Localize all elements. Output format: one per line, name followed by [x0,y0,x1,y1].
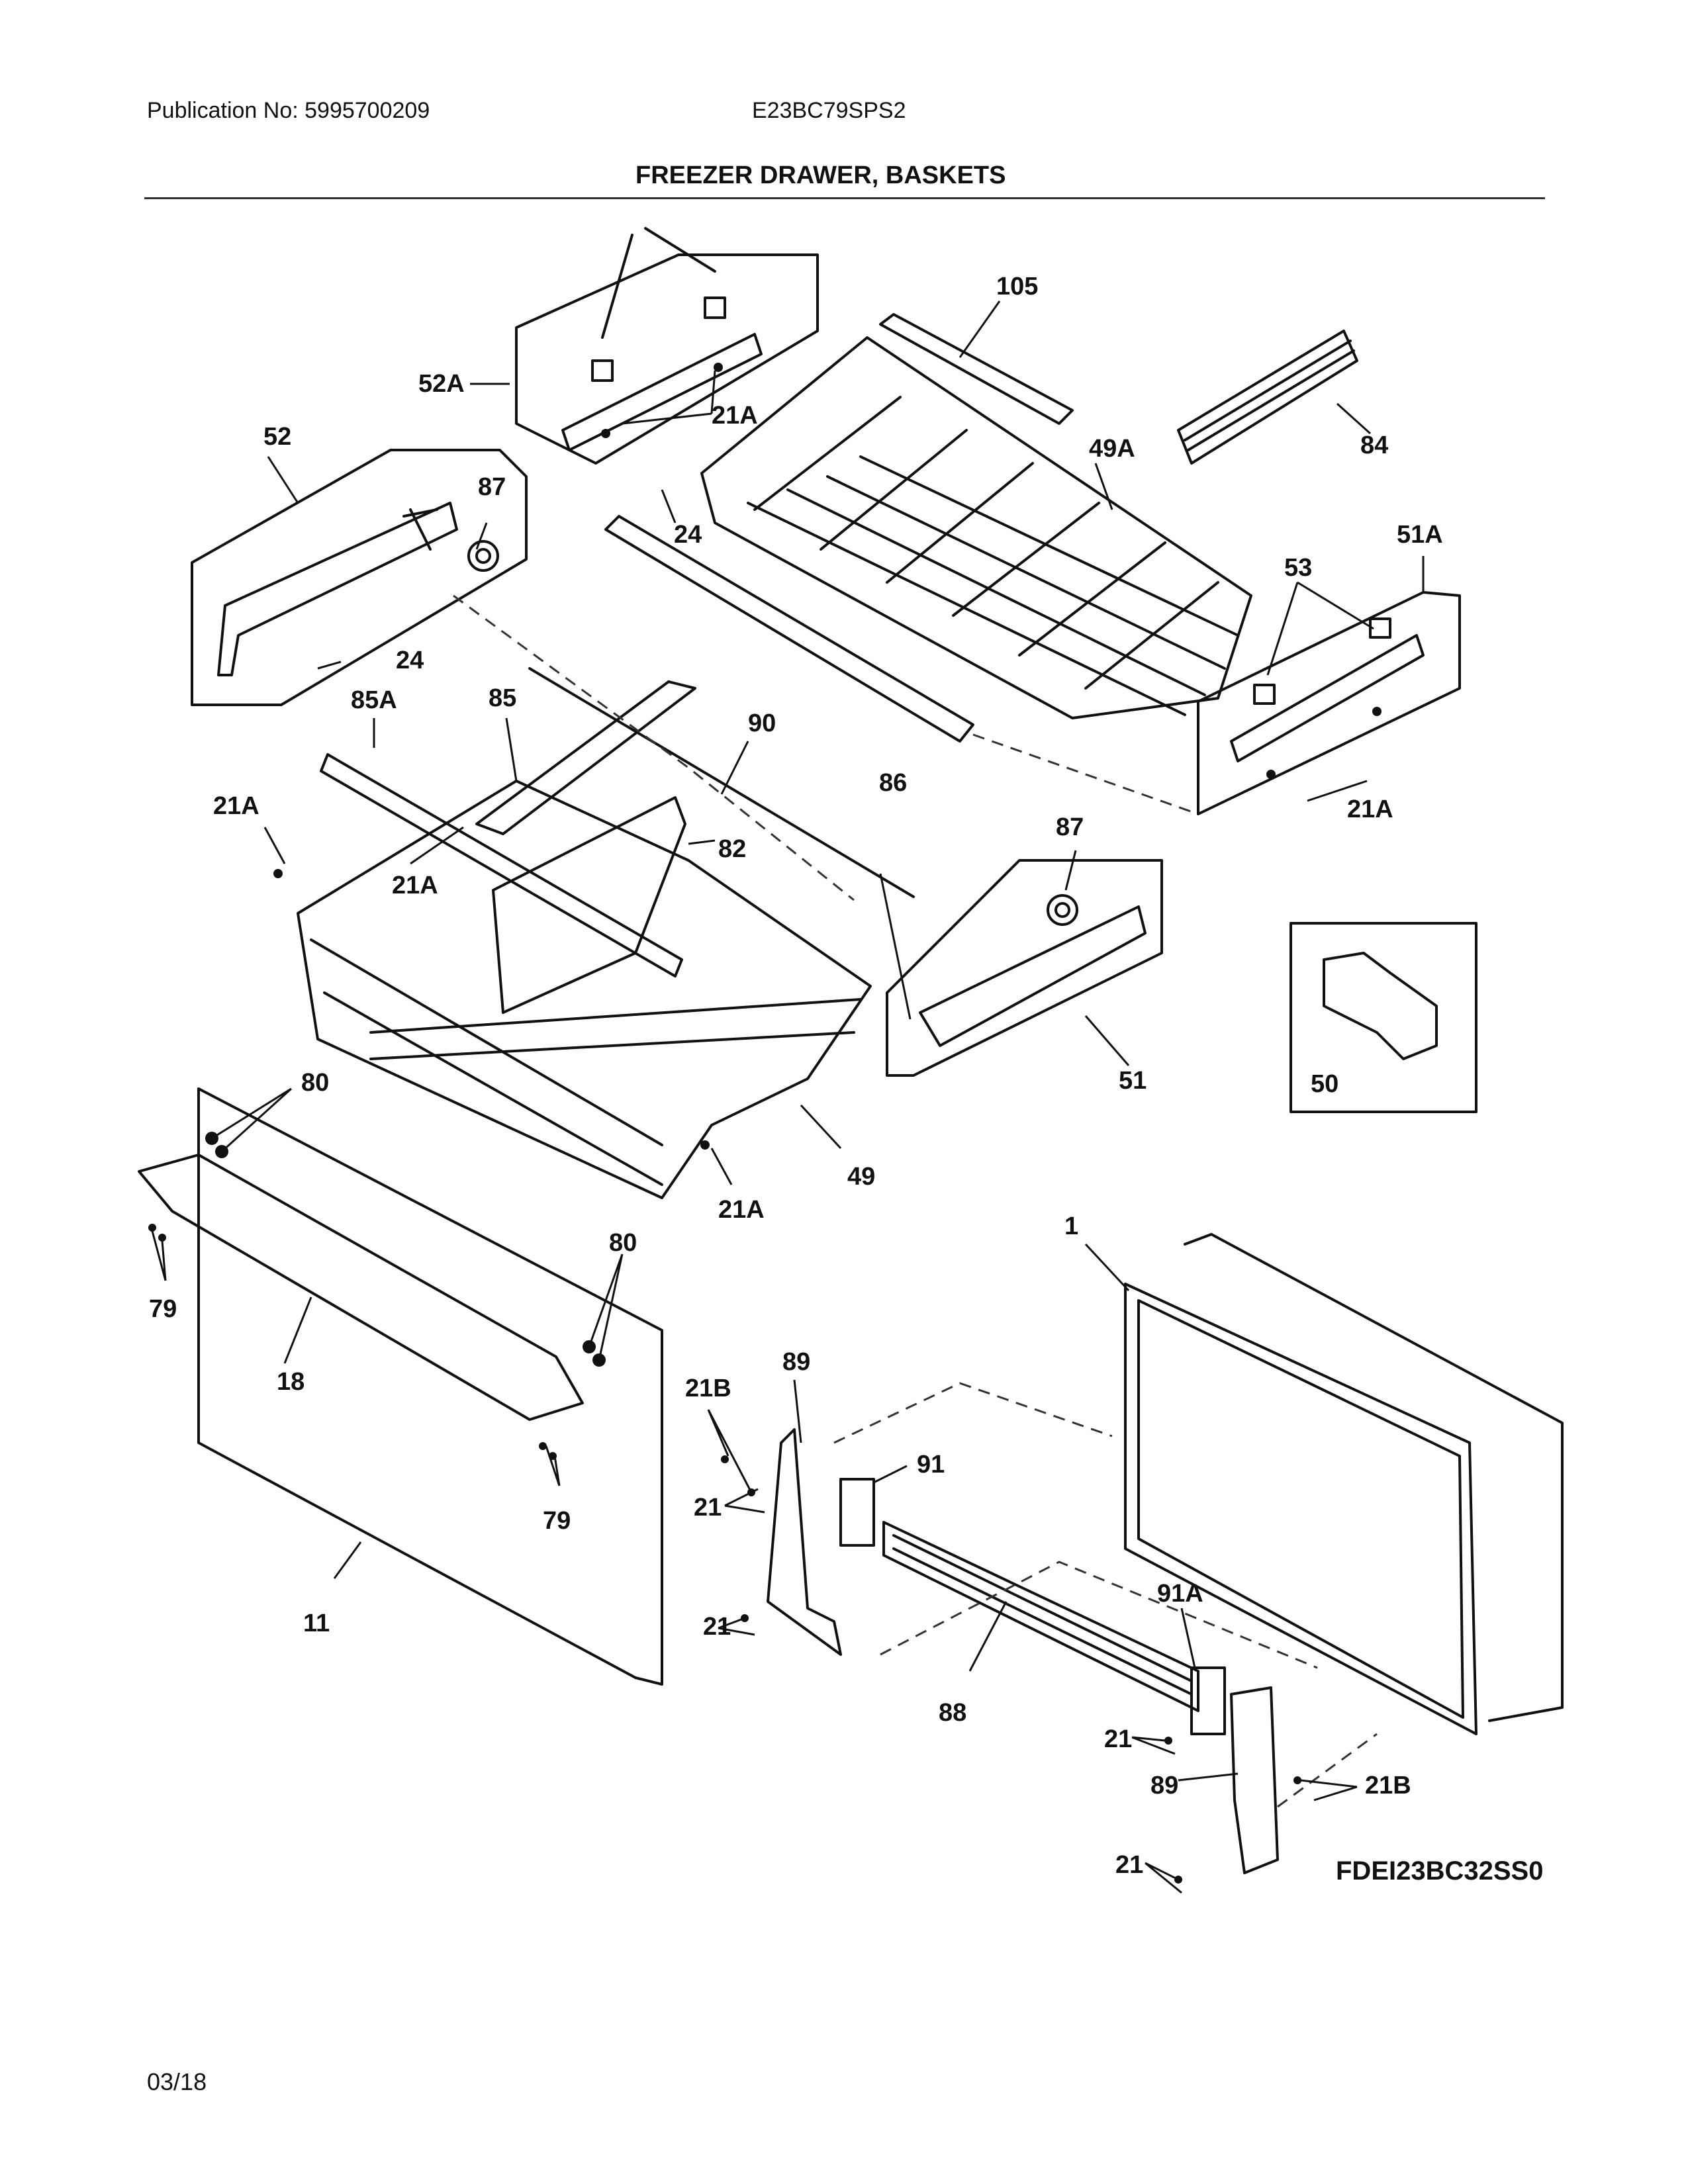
callout-21a-right: 21A [1347,796,1393,823]
callout-52a: 52A [418,370,465,398]
part-85-handle [475,680,696,835]
callout-82: 82 [718,835,746,863]
part-85a-bar [320,753,683,978]
callout-24-upper: 24 [674,521,702,549]
callout-21b-left: 21B [685,1375,731,1402]
callout-18: 18 [277,1368,305,1396]
model-number: E23BC79SPS2 [752,98,906,123]
group-box-52 [191,449,528,706]
callout-21-upper-right: 21 [1104,1725,1132,1753]
callout-21-lower-left: 21 [703,1613,731,1641]
part-86-rail [604,515,974,743]
callout-21a-bottom: 21A [718,1196,765,1224]
callout-21b-right: 21B [1365,1772,1411,1799]
callout-79-right: 79 [543,1507,571,1535]
part-89-bracket-right [1230,1686,1279,1874]
callout-88: 88 [939,1699,966,1727]
group-box-52a [515,253,819,465]
group-box-50 [1289,922,1477,1113]
callout-11: 11 [303,1610,330,1637]
part-18-handle [138,1154,584,1421]
part-49-freezer-basket [297,780,872,1199]
callout-90: 90 [748,709,776,737]
part-105 [879,313,1074,425]
callout-49a: 49A [1089,435,1135,463]
page-title: FREEZER DRAWER, BASKETS [635,161,1006,189]
callout-85: 85 [489,684,516,712]
part-91a-bumper [1190,1666,1226,1735]
callout-87-right: 87 [1056,813,1084,841]
part-11-drawer-front [197,1087,663,1686]
footer-date: 03/18 [147,2068,207,2095]
callout-50: 50 [1311,1070,1338,1098]
part-88-wire-guard [882,1521,1199,1712]
callout-21a-top: 21A [712,402,758,430]
callout-24-lower: 24 [396,647,424,674]
callout-105: 105 [996,273,1038,300]
callout-51a: 51A [1397,521,1443,549]
publication-number: Publication No: 5995700209 [147,98,430,123]
callout-89-left: 89 [782,1348,810,1376]
callout-53: 53 [1284,554,1312,582]
part-1-gasket [1124,1283,1477,1735]
header-divider [144,197,1545,199]
callout-89-right: 89 [1150,1772,1178,1799]
part-49a-wire-basket [700,336,1252,719]
group-box-51a [1197,591,1461,815]
group-box-51 [886,859,1163,1077]
part-82-small-basket [492,796,686,1014]
callout-1: 1 [1064,1212,1078,1240]
part-90-rod [528,667,915,898]
callout-84: 84 [1360,432,1388,459]
callout-91a: 91A [1157,1580,1203,1608]
callout-80-lower: 80 [609,1229,637,1257]
callout-21-lower-right: 21 [1115,1851,1143,1879]
part-89-bracket-left [767,1428,842,1656]
callout-79-left: 79 [149,1295,177,1323]
callout-21a-left: 21A [213,792,259,820]
callout-85a: 85A [351,686,397,714]
part-91-bumper [839,1478,875,1547]
callout-21a-basket: 21A [392,872,438,899]
callout-86: 86 [879,769,907,797]
callout-49: 49 [847,1163,875,1191]
callout-52: 52 [263,423,291,451]
callout-51: 51 [1119,1067,1147,1095]
part-84-divider [1177,330,1358,465]
callout-80-upper: 80 [301,1069,329,1097]
callout-21-upper-left: 21 [694,1494,722,1522]
callout-87-left: 87 [478,473,506,501]
callout-91: 91 [917,1451,945,1479]
diagram-code: FDEI23BC32SS0 [1336,1856,1543,1886]
